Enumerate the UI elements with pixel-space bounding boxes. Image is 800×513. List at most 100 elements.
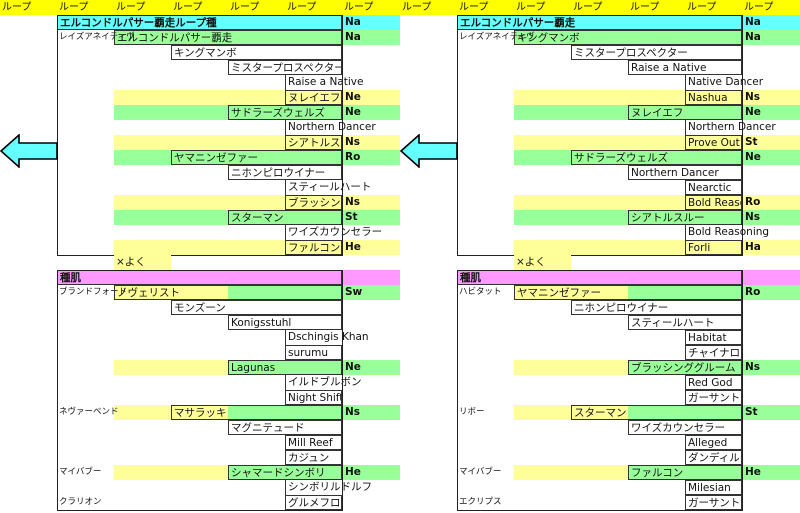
horse-name-cell[interactable]: Bold Reaso <box>685 195 742 210</box>
horse-name-cell[interactable]: キングマンボ <box>171 45 342 60</box>
horse-name-cell[interactable]: ヌレイエフ <box>628 105 742 120</box>
line-code: Ro <box>745 286 761 298</box>
horse-name-cell[interactable]: エルコンドルパサー覇走 <box>114 30 342 45</box>
horse-name-cell[interactable]: スターマン <box>571 405 742 420</box>
horse-name-cell[interactable]: シアトルスルー <box>628 210 742 225</box>
horse-name-cell[interactable]: Northern Dancer <box>285 120 376 135</box>
horse-name-cell[interactable]: surumu <box>285 345 342 360</box>
horse-name-cell[interactable]: キングマンボ <box>514 30 742 45</box>
row-highlight-green <box>628 285 800 300</box>
horse-name-cell[interactable]: Lagunas <box>228 360 342 375</box>
horse-name-cell[interactable]: ファルコン <box>285 240 342 255</box>
horse-name-cell[interactable]: シアトルスルー <box>285 135 342 150</box>
horse-name-cell[interactable]: サドラーズウェルズ <box>228 105 342 120</box>
row-highlight-green <box>628 360 800 375</box>
cross-note: ×よく <box>516 256 546 268</box>
horse-name-cell[interactable]: Prove Out <box>685 135 742 150</box>
title-code: Na <box>745 16 761 28</box>
horse-name-cell[interactable]: Northern Dancer <box>685 120 776 135</box>
line-code: St <box>345 211 358 223</box>
line-code: He <box>345 466 361 478</box>
row-highlight-yellow <box>114 465 228 480</box>
horse-name-cell[interactable]: Northern Dancer <box>628 165 742 180</box>
horse-name-cell[interactable]: Dschingis Khan <box>285 330 369 345</box>
horse-name-cell[interactable]: マサラッキ <box>171 405 342 420</box>
horse-name-cell[interactable]: カジュン <box>285 450 342 465</box>
horse-name-cell[interactable]: ワイズカウンセラー <box>628 420 742 435</box>
line-code: Ne <box>345 91 361 103</box>
horse-name-cell[interactable]: ガーサント <box>685 390 742 405</box>
horse-name-cell[interactable]: Alleged <box>685 435 742 450</box>
horse-name-cell[interactable]: シンボリルドルフ <box>285 480 372 495</box>
header-loop-label: ループ <box>59 2 89 13</box>
horse-name-cell[interactable]: サドラーズウェルズ <box>571 150 742 165</box>
row-highlight <box>514 150 800 165</box>
header-loop-label: ループ <box>2 2 32 13</box>
horse-name-cell[interactable]: ワイズカウンセラー <box>285 225 382 240</box>
horse-name-cell[interactable]: Bold Reasoning <box>685 225 769 240</box>
panel-title[interactable]: エルコンドルパサー覇走 <box>457 15 742 30</box>
horse-name-cell[interactable]: Habitat <box>685 330 742 345</box>
horse-name-cell[interactable]: チャイナロック <box>685 345 742 360</box>
horse-name-cell[interactable]: Raise a Native <box>628 60 742 75</box>
sire-line-label: マイバブー <box>459 467 502 477</box>
footer-fill <box>114 255 171 270</box>
horse-name-cell[interactable]: スターマン <box>228 210 342 225</box>
row-highlight-yellow <box>114 285 228 300</box>
horse-name-cell[interactable]: ファルコン <box>628 465 742 480</box>
horse-name-cell[interactable]: Nearctic <box>685 180 742 195</box>
horse-name-cell[interactable]: ニホンピロウイナー <box>228 165 342 180</box>
horse-name-cell[interactable]: Raise a Native <box>285 75 363 90</box>
row-highlight-green <box>628 405 800 420</box>
sire-line-label: リボー <box>459 407 485 417</box>
row-highlight <box>114 90 400 105</box>
horse-name-cell[interactable]: スティールハート <box>285 180 371 195</box>
horse-name-cell[interactable]: ニホンピロウイナー <box>571 300 742 315</box>
panel-title[interactable]: エルコンドルパサー覇走ループ種 <box>57 15 342 30</box>
header-loop-label: ループ <box>402 2 432 13</box>
horse-name-cell[interactable]: ミスタープロスペクター <box>571 45 742 60</box>
panel-title[interactable]: 種肌 <box>57 270 342 285</box>
horse-name-cell[interactable]: Forli <box>685 240 742 255</box>
line-code: Ro <box>345 151 361 163</box>
horse-name-cell[interactable]: Red God <box>685 375 742 390</box>
horse-name-cell[interactable]: ミスタープロスペクター <box>228 60 342 75</box>
row-highlight-green <box>228 360 400 375</box>
sire-line-label: クラリオン <box>59 497 102 507</box>
horse-name-cell[interactable]: ブラッシンググルーム <box>628 360 742 375</box>
horse-name-cell[interactable]: Native Dancer <box>685 75 763 90</box>
row-highlight <box>514 210 800 225</box>
header-loop-label: ループ <box>344 2 374 13</box>
panel-title[interactable]: 種肌 <box>457 270 742 285</box>
horse-name-cell[interactable]: ヌレイエフ <box>285 90 342 105</box>
horse-name-cell[interactable]: シャマードシンボリ <box>228 465 342 480</box>
line-code: Ne <box>745 106 761 118</box>
horse-name-cell[interactable]: スティールハート <box>628 315 742 330</box>
horse-name-cell[interactable]: Night Shift <box>285 390 342 405</box>
horse-name-cell[interactable]: Milesian <box>685 480 742 495</box>
horse-name-cell[interactable]: ガーサント <box>685 495 742 510</box>
row-highlight <box>514 195 800 210</box>
sire-line-label: レイズアネイティヴ <box>59 32 135 42</box>
row-highlight <box>514 30 800 45</box>
horse-name-cell[interactable]: ヤマニンゼファー <box>171 150 342 165</box>
horse-name-cell[interactable]: Nashua <box>685 90 742 105</box>
header-loop-label: ループ <box>287 2 317 13</box>
sire-line-label: マイバブー <box>59 467 102 477</box>
horse-name-cell[interactable]: イルドブルボン <box>285 375 362 390</box>
header-loop-label: ループ <box>116 2 146 13</box>
horse-name-cell[interactable]: ダンディルート <box>685 450 742 465</box>
horse-name-cell[interactable]: ヤマニンゼファー <box>514 285 742 300</box>
header-loop-label: ループ <box>459 2 489 13</box>
horse-name-cell[interactable]: ノヴェリスト <box>114 285 342 300</box>
horse-name-cell[interactable]: マグニテュード <box>228 420 342 435</box>
horse-name-cell[interactable]: Konigsstuhl <box>228 315 342 330</box>
horse-name-cell[interactable]: Mill Reef <box>285 435 342 450</box>
title-fill <box>57 270 400 285</box>
title-fill <box>57 15 400 30</box>
row-highlight <box>114 195 400 210</box>
horse-name-cell[interactable]: ブラッシンググ <box>285 195 342 210</box>
horse-name-cell[interactable]: モンズーン <box>171 300 342 315</box>
horse-name-cell[interactable]: グルメフロンティア <box>285 495 342 510</box>
header-loop-label: ループ <box>630 2 660 13</box>
